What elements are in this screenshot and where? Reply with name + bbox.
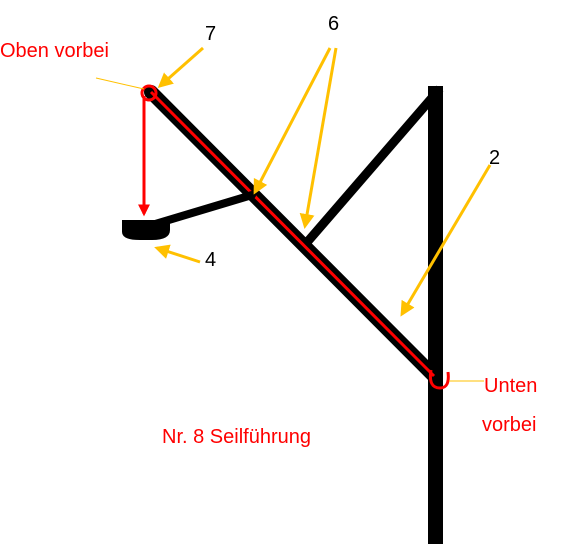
label-num-4: 4 <box>205 249 216 271</box>
diagram-caption: Nr. 8 Seilführung <box>162 426 311 448</box>
leader-oben-vorbei <box>95 77 145 90</box>
label-oben-vorbei: Oben vorbei <box>0 40 109 62</box>
label-num-6: 6 <box>328 13 339 35</box>
bottom-rope-loop <box>428 369 450 390</box>
label-num-7: 7 <box>205 23 216 45</box>
arrow-4 <box>154 244 201 264</box>
arrow-6-right <box>299 47 338 229</box>
label-unten: Unten <box>484 375 537 397</box>
support-strut <box>302 85 444 247</box>
arrow-6-left <box>253 47 332 195</box>
label-vorbei: vorbei <box>482 414 536 436</box>
label-num-2: 2 <box>489 147 500 169</box>
arrow-7 <box>157 46 204 88</box>
rope-along-boom <box>149 90 436 378</box>
lamp-bucket <box>122 220 170 240</box>
mast <box>428 86 443 544</box>
arrow-2 <box>400 164 492 317</box>
top-pulley <box>140 84 158 102</box>
